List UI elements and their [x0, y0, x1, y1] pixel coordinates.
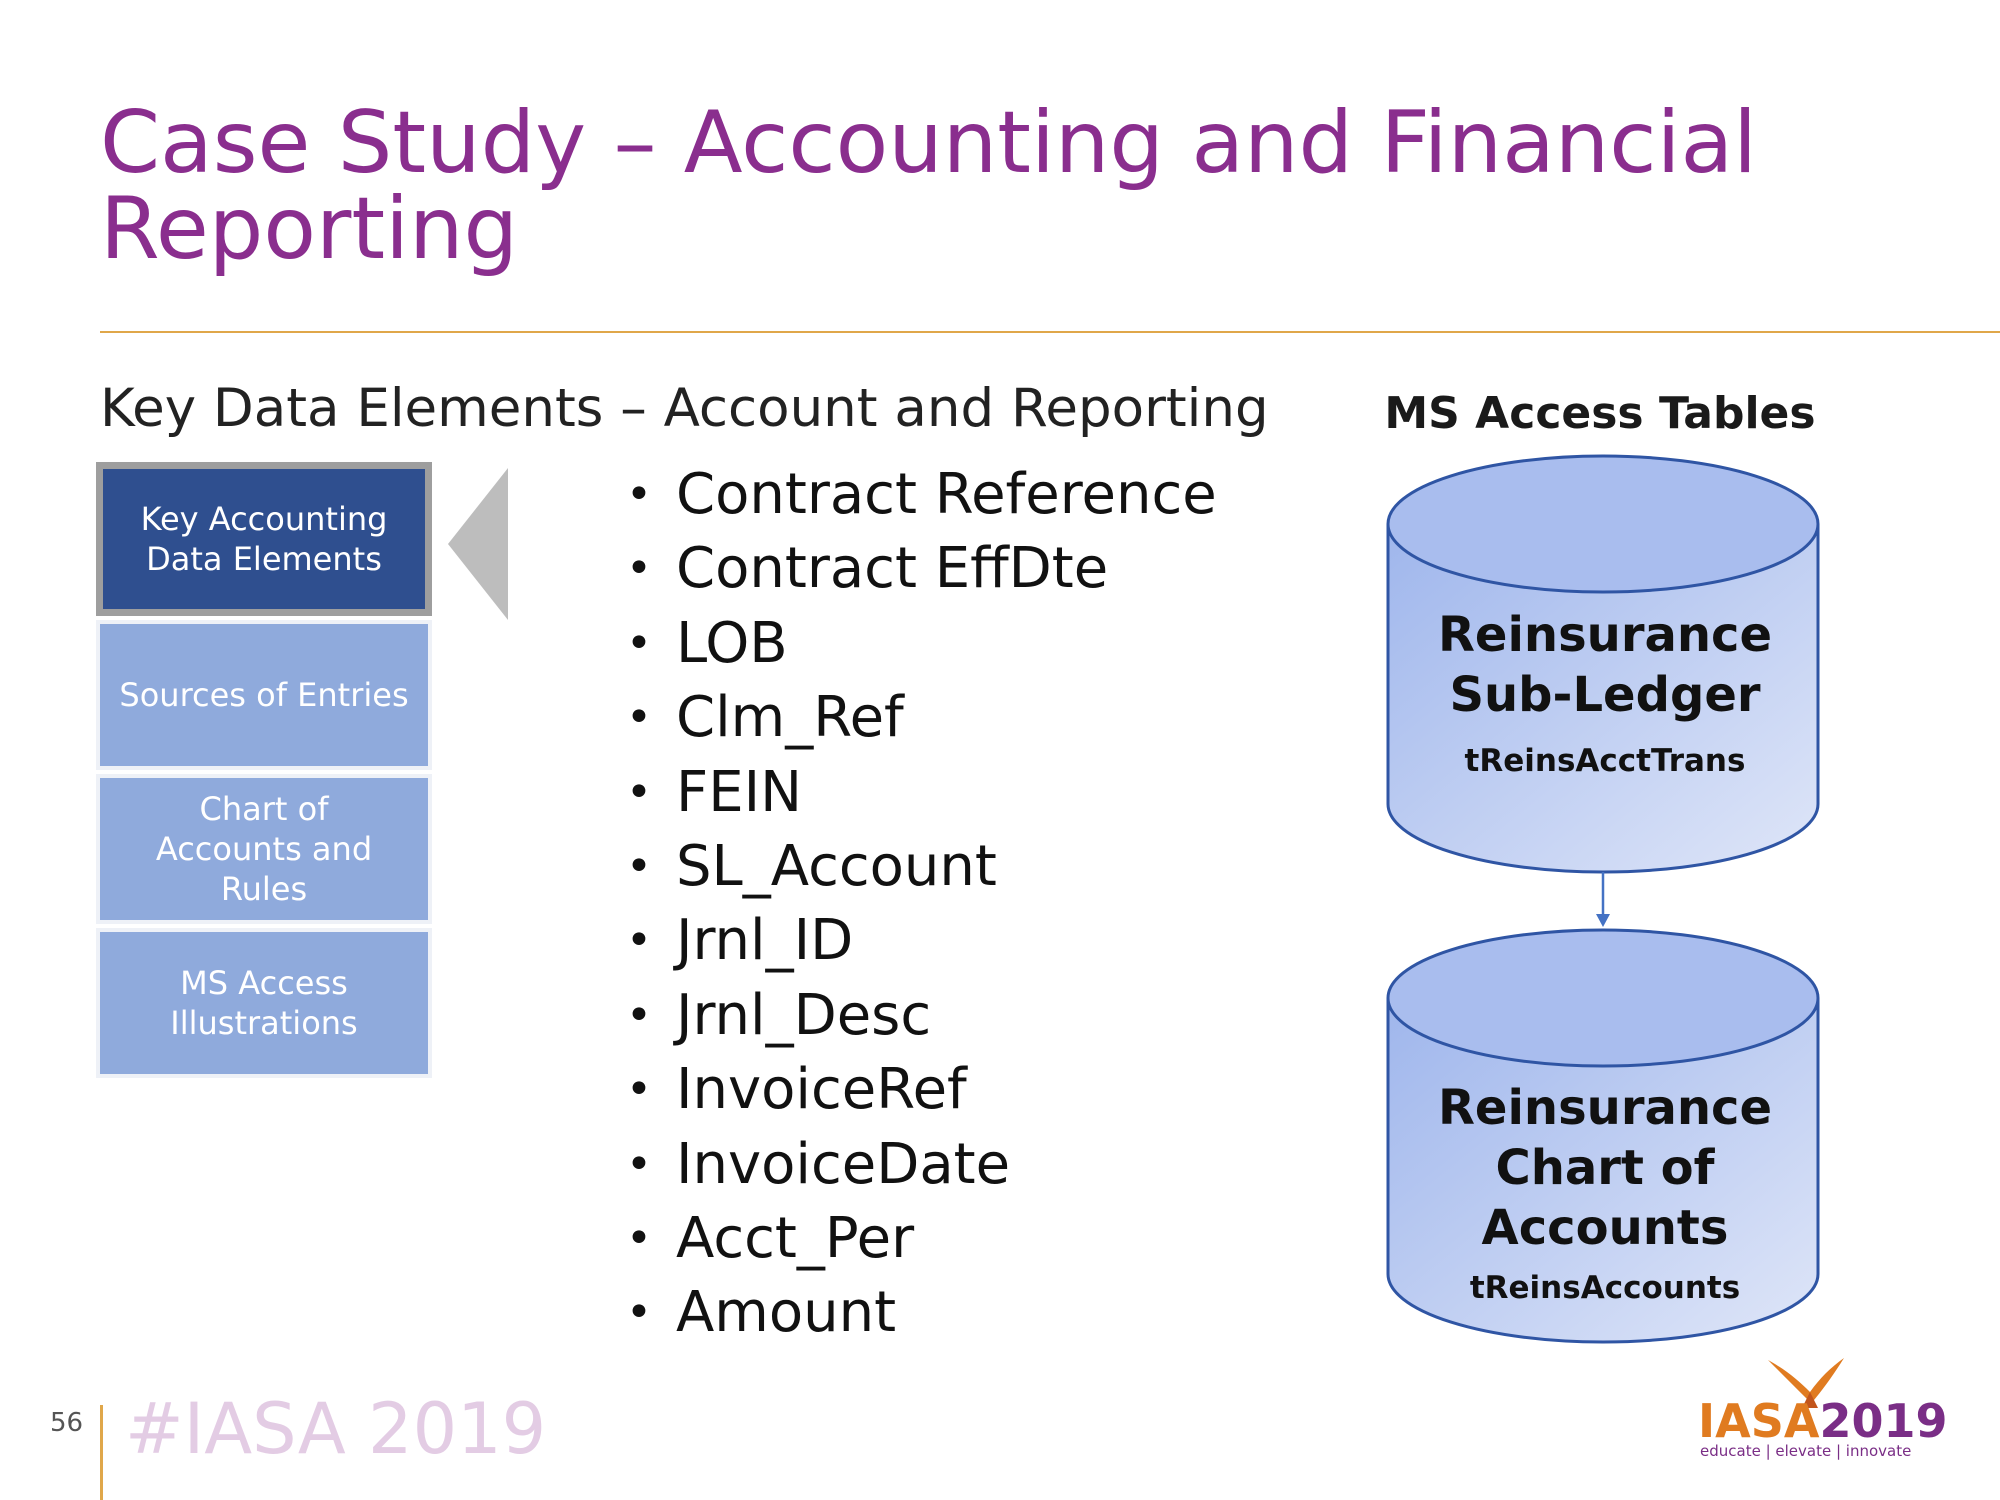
list-item-text: FEIN	[676, 759, 802, 825]
list-item: • Jrnl_ID	[620, 904, 1217, 978]
list-item: • Acct_Per	[620, 1202, 1217, 1276]
nav-item-ms-access-illustrations[interactable]: MS Access Illustrations	[96, 928, 432, 1078]
database-diagram	[1386, 454, 1820, 1344]
table-chart-of-accounts: Reinsurance Chart of Accounts tReinsAcco…	[1390, 1078, 1820, 1306]
list-item-text: Clm_Ref	[676, 685, 904, 751]
section-navigation: Key Accounting Data Elements Sources of …	[96, 462, 432, 1082]
bullet-icon: •	[626, 766, 652, 818]
list-item: • Contract EffDte	[620, 532, 1217, 606]
table-sub-ledger: Reinsurance Sub-Ledger tReinsAcctTrans	[1390, 605, 1820, 779]
list-item-text: SL_Account	[676, 833, 997, 899]
key-data-elements-list: •Contract Reference•Contract EffDte•LOB•…	[620, 458, 1217, 1351]
database-cylinder-icon	[1386, 454, 1820, 874]
bullet-icon: •	[626, 1212, 652, 1264]
logo-year: 2019	[1819, 1394, 1948, 1448]
list-item: • Contract Reference	[620, 458, 1217, 532]
list-item: • Jrnl_Desc	[620, 979, 1217, 1053]
list-item: • Clm_Ref	[620, 681, 1217, 755]
bullet-icon: •	[626, 543, 652, 595]
list-item: • FEIN	[620, 756, 1217, 830]
title-divider	[100, 331, 2000, 333]
list-item: • LOB	[620, 607, 1217, 681]
table-title: Accounts	[1481, 1200, 1729, 1256]
phoenix-logo-icon	[1768, 1358, 1844, 1408]
list-item-text: InvoiceDate	[676, 1131, 1011, 1197]
bullet-icon: •	[626, 840, 652, 892]
nav-item-key-accounting[interactable]: Key Accounting Data Elements	[96, 462, 432, 616]
list-item-text: Acct_Per	[676, 1205, 915, 1271]
diagram-heading: MS Access Tables	[1384, 388, 1816, 439]
bullet-icon: •	[626, 617, 652, 669]
nav-item-label: Sources of Entries	[119, 676, 409, 714]
list-item-text: Contract EffDte	[676, 536, 1109, 602]
section-subtitle: Key Data Elements – Account and Reportin…	[100, 378, 1269, 439]
nav-item-sources-of-entries[interactable]: Sources of Entries	[96, 620, 432, 770]
footer-divider	[100, 1405, 103, 1500]
table-title: Reinsurance	[1437, 1080, 1773, 1136]
event-hashtag: #IASA 2019	[125, 1388, 547, 1470]
nav-item-label: Chart of Accounts and Rules	[155, 790, 373, 908]
pointer-arrow-icon	[448, 468, 508, 620]
list-item: • InvoiceRef	[620, 1053, 1217, 1127]
bullet-icon: •	[626, 1064, 652, 1116]
list-item: • SL_Account	[620, 830, 1217, 904]
nav-item-label: Key Accounting Data Elements	[140, 500, 388, 578]
list-item-text: LOB	[676, 610, 788, 676]
table-title: Reinsurance	[1437, 607, 1773, 663]
logo-tagline: educate | elevate | innovate	[1700, 1442, 1912, 1460]
bullet-icon: •	[626, 469, 652, 520]
list-item-text: Amount	[676, 1280, 897, 1346]
list-item: • Amount	[620, 1276, 1217, 1350]
bullet-icon: •	[626, 1287, 652, 1339]
list-item-text: Contract Reference	[676, 462, 1217, 527]
bullet-icon: •	[626, 915, 652, 967]
nav-item-chart-of-accounts[interactable]: Chart of Accounts and Rules	[96, 774, 432, 924]
bullet-icon: •	[626, 989, 652, 1041]
list-item-text: Jrnl_ID	[676, 908, 854, 974]
page-number: 56	[50, 1408, 84, 1438]
list-item: • InvoiceDate	[620, 1128, 1217, 1202]
list-item-text: InvoiceRef	[676, 1057, 967, 1123]
logo-name: IASA	[1698, 1394, 1820, 1448]
database-cylinder-icon	[1386, 928, 1820, 1344]
table-name: tReinsAccounts	[1469, 1270, 1741, 1306]
connector-arrow-icon	[1596, 872, 1610, 927]
logo-wordmark: IASA2019	[1698, 1394, 1947, 1448]
bullet-icon: •	[626, 692, 652, 744]
table-title: Chart of	[1495, 1140, 1715, 1196]
table-name: tReinsAcctTrans	[1464, 743, 1746, 779]
page-title: Case Study – Accounting and Financial Re…	[100, 93, 1758, 279]
nav-item-label: MS Access Illustrations	[170, 964, 358, 1042]
table-title: Sub-Ledger	[1449, 667, 1761, 723]
list-item-text: Jrnl_Desc	[676, 982, 932, 1048]
bullet-icon: •	[626, 1138, 652, 1190]
